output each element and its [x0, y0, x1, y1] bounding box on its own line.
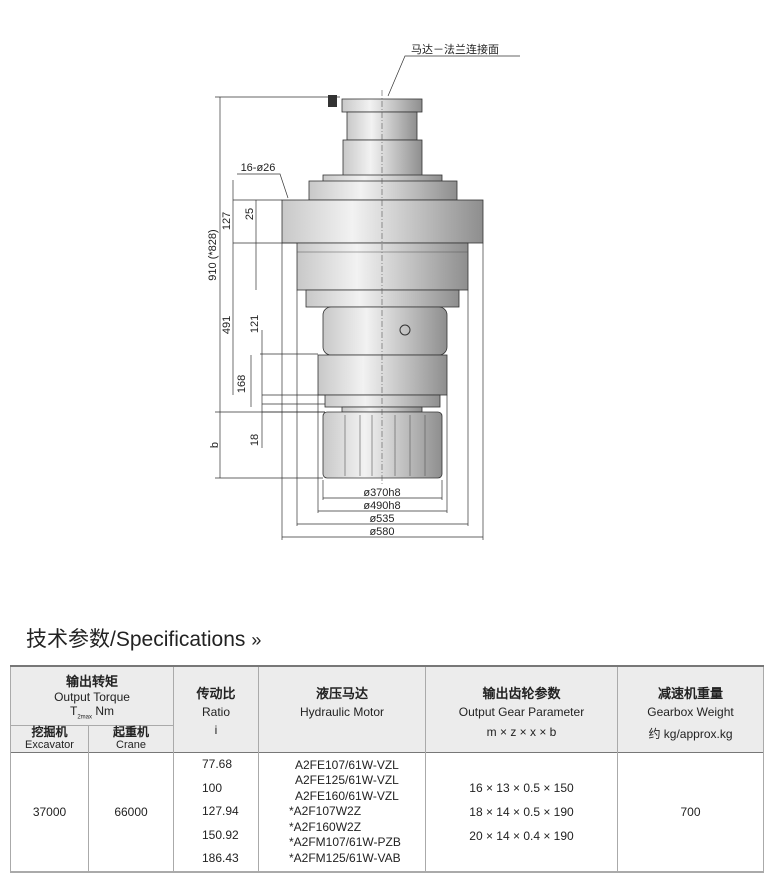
ratio-header-sym: i — [214, 723, 218, 737]
dimension-18: 18 — [249, 434, 261, 446]
gear-item: 18 × 14 × 0.5 × 190 — [469, 804, 574, 819]
motor-item: A2FE160/61W-VZL — [295, 788, 399, 803]
motor-item: *A2FM125/61W-VAB — [289, 850, 401, 865]
dimension-25: 25 — [244, 208, 256, 220]
dimension-dia580: ø580 — [369, 526, 394, 538]
dimension-121: 121 — [249, 315, 261, 333]
dimension-dia370: ø370h8 — [363, 487, 400, 499]
ratio-item: 127.94 — [202, 804, 239, 818]
excavator-torque: 37000 — [10, 752, 89, 873]
ratio-header-en: Ratio — [201, 705, 230, 719]
weight-header: 减速机重量 Gearbox Weight 约 kg/approx.kg — [617, 665, 764, 753]
excavator-header: 挖掘机 Excavator — [10, 725, 89, 753]
torque-header-cn: 输出转矩 — [65, 674, 118, 689]
ratio-header: 传动比 Ratio i — [173, 665, 259, 753]
motor-item: *A2F107W2Z — [289, 804, 362, 818]
section-title-text: 技术参数/Specifications — [26, 628, 246, 651]
gear-header: 输出齿轮参数 Output Gear Parameter m × z × x ×… — [425, 665, 618, 753]
gear-header-en: Output Gear Parameter — [458, 705, 585, 719]
crane-header: 起重机 Crane — [88, 725, 174, 753]
total-height-dimension: 910 (*828) — [207, 229, 219, 280]
dimension-491: 491 — [221, 316, 233, 334]
weight-header-en: Gearbox Weight — [647, 705, 734, 719]
gearbox-weight: 700 — [617, 752, 764, 873]
excavator-header-en: Excavator — [25, 739, 74, 751]
torque-header: 输出转矩 Output Torque T2max Nm — [10, 665, 174, 726]
motor-flange-label: 马达－法兰连接面 — [411, 42, 499, 56]
motor-item: *A2FM107/61W-PZB — [289, 835, 401, 849]
torque-unit-nm: Nm — [92, 704, 114, 718]
ratio-item: 186.43 — [202, 851, 239, 865]
gear-header-sym: m × z × x × b — [486, 725, 557, 739]
dimension-168: 168 — [236, 375, 248, 393]
torque-unit-t: T — [69, 704, 78, 718]
torque-unit: T2max Nm — [11, 704, 173, 720]
chevron-icon: » — [251, 630, 262, 650]
crane-header-en: Crane — [116, 739, 146, 751]
excavator-header-cn: 挖掘机 — [31, 725, 68, 739]
motor-header-cn: 液压马达 — [315, 686, 368, 701]
motor-item: A2FE125/61W-VZL — [295, 773, 399, 787]
weight-header-unit: 约 kg/approx.kg — [648, 727, 733, 741]
crane-header-cn: 起重机 — [112, 725, 149, 739]
bolt-hole-dimension: 16-ø26 — [241, 162, 276, 174]
dimension-b: b — [209, 442, 221, 448]
dimension-dia490: ø490h8 — [363, 500, 400, 512]
dimension-127: 127 — [221, 212, 233, 230]
motor-header-en: Hydraulic Motor — [299, 705, 385, 719]
ratio-item: 77.68 — [202, 757, 233, 771]
gear-list: 16 × 13 × 0.5 × 150 18 × 14 × 0.5 × 190 … — [425, 752, 618, 873]
table-row: 37000 66000 77.68 100 127.94 150.92 186.… — [10, 752, 764, 873]
gear-header-cn: 输出齿轮参数 — [482, 686, 561, 701]
crane-torque: 66000 — [88, 752, 174, 873]
ratio-item: 100 — [202, 780, 223, 795]
gearbox-technical-drawing: 马达－法兰连接面 16-ø26 910 (*828) 127 25 491 12… — [207, 42, 520, 540]
ratio-list: 77.68 100 127.94 150.92 186.43 — [173, 752, 259, 873]
torque-header-en: Output Torque — [54, 690, 130, 704]
weight-header-cn: 减速机重量 — [657, 686, 723, 701]
gear-item: 20 × 14 × 0.4 × 190 — [469, 828, 574, 843]
section-title: 技术参数/Specifications» — [26, 623, 261, 653]
ratio-header-cn: 传动比 — [196, 686, 236, 701]
dimension-dia535: ø535 — [369, 513, 394, 525]
gear-item: 16 × 13 × 0.5 × 150 — [469, 780, 574, 795]
motor-list: A2FE107/61W-VZL A2FE125/61W-VZL A2FE160/… — [258, 752, 426, 873]
motor-header: 液压马达 Hydraulic Motor — [258, 665, 426, 753]
ratio-item: 150.92 — [202, 827, 239, 842]
motor-item: *A2F160W2Z — [289, 819, 362, 834]
torque-unit-sub: 2max — [77, 714, 92, 721]
motor-item: A2FE107/61W-VZL — [295, 757, 399, 772]
specifications-table: 输出转矩 Output Torque T2max Nm 传动比 Ratio i … — [10, 665, 764, 873]
